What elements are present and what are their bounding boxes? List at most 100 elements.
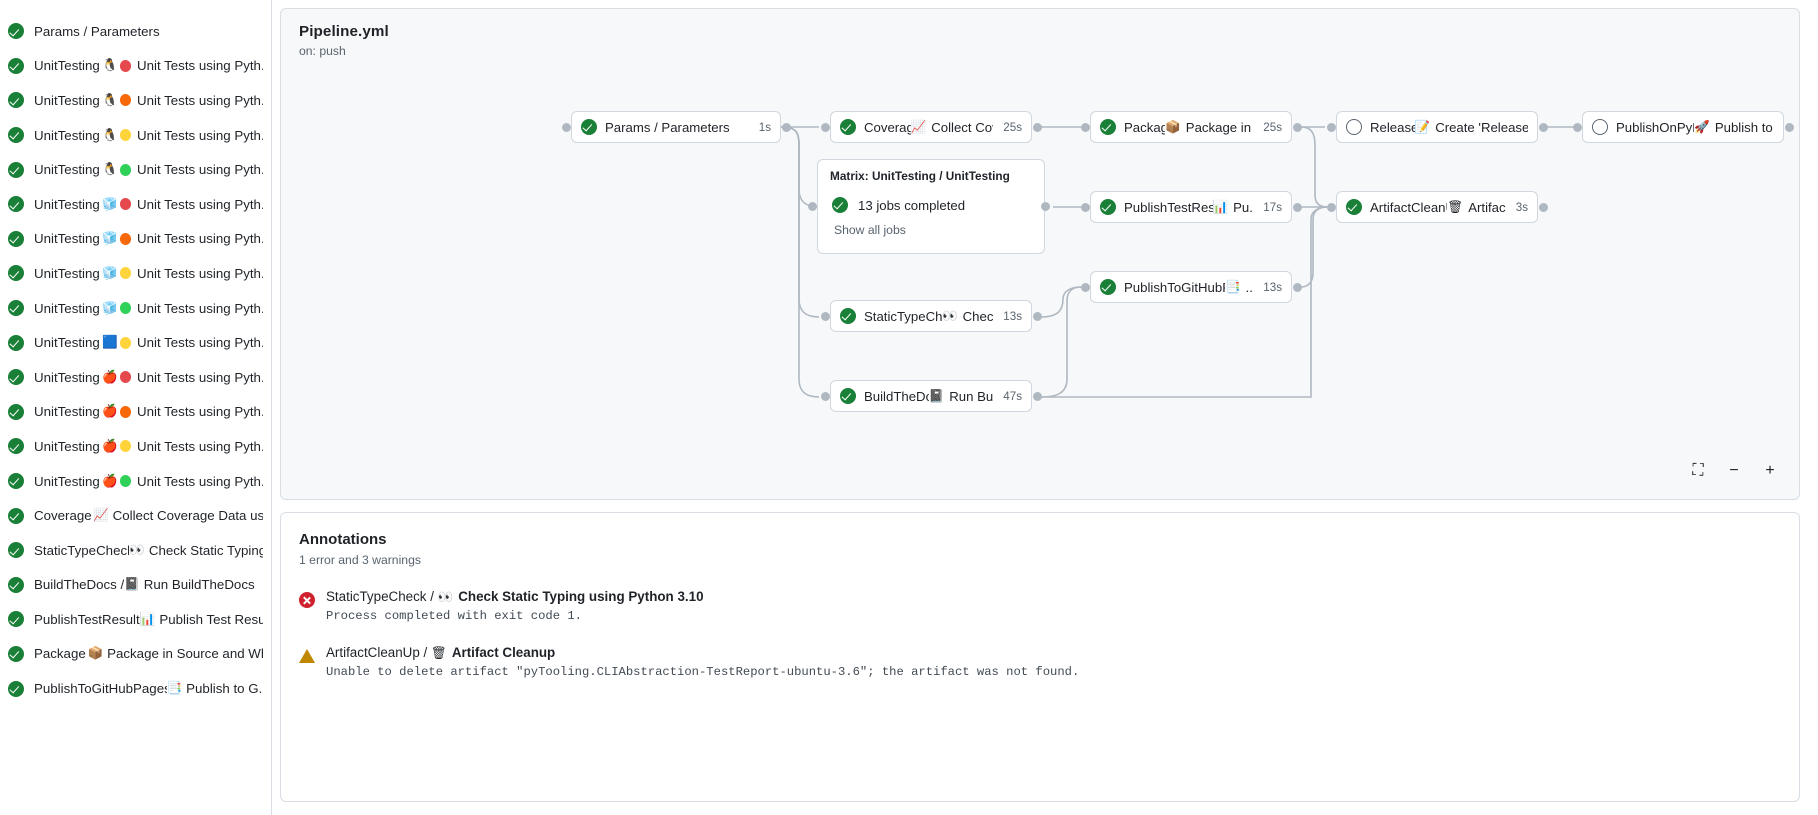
matrix-title: Matrix: UnitTesting / UnitTesting [830,169,1010,183]
sidebar-job-item[interactable]: Coverage / 📈Collect Coverage Data usi... [0,498,271,533]
graph-node-port [821,311,830,321]
sidebar-job-label: UnitTesting / [34,369,103,385]
graph-node-port [1033,391,1042,401]
page-title: Pipeline.yml [299,23,389,40]
success-check-icon [840,119,856,135]
graph-node-artifact[interactable]: ArtifactCleanUp / 🗑Artifac...3s [1336,191,1538,223]
graph-node-duration: 47s [1003,389,1022,403]
success-check-icon [8,196,24,213]
sidebar-job-label-tail: Unit Tests using Pyth... [137,196,263,212]
python-version-dot-icon [119,94,132,107]
sidebar-job-item[interactable]: UnitTesting / 🟦Unit Tests using Pyth... [0,325,271,360]
python-version-dot-icon [119,336,132,349]
graph-node-label: PublishOnPyPI / [1616,119,1694,135]
main-content: Pipeline.yml on: push [272,0,1818,815]
annotation-job-name: ArtifactCleanUp / [326,645,431,660]
sidebar-job-item[interactable]: PublishToGitHubPages / 📑Publish to G... [0,671,271,706]
success-check-icon [8,334,24,351]
success-check-icon [840,308,856,324]
graph-node-label: Params / Parameters [605,119,730,135]
os-icon: 👀 [129,542,145,557]
os-icon: 📓 [124,577,140,592]
job-emoji-icon: 📊 [1212,199,1229,214]
graph-node-testresults[interactable]: PublishTestResults / 📊Pu...17s [1090,191,1292,223]
matrix-jobs-summary[interactable]: 13 jobs completed [832,197,1044,213]
graph-node-label-tail: Publish to ... [1714,119,1774,135]
sidebar-job-label-tail: Unit Tests using Pyth... [137,58,263,74]
sidebar-job-label: UnitTesting / [34,231,103,247]
graph-node-label: Release / [1370,119,1415,135]
os-icon: 🟦 [102,335,118,350]
graph-node-typecheck[interactable]: StaticTypeCheck / 👀Chec...13s [830,300,1032,332]
success-check-icon [8,127,24,144]
graph-node-port [1293,282,1302,292]
graph-node-port [1327,122,1336,132]
sidebar-job-label: PublishTestResults / [34,611,140,627]
sidebar-job-item[interactable]: UnitTesting / 🐧Unit Tests using Pyth... [0,83,271,118]
success-check-icon [8,680,24,697]
success-check-icon [8,92,24,109]
sidebar-job-item[interactable]: UnitTesting / 🐧Unit Tests using Pyth... [0,118,271,153]
success-check-icon [8,161,24,178]
sidebar-job-item[interactable]: UnitTesting / 🍎Unit Tests using Pyth... [0,360,271,395]
graph-node-coverage[interactable]: Coverage / 📈Collect Cove...25s [830,111,1032,143]
graph-node-port [782,122,791,132]
python-version-dot-icon [119,475,132,488]
sidebar-job-item[interactable]: Package / 📦Package in Source and Wh... [0,637,271,672]
graph-node-port [821,122,830,132]
os-icon: 🍎 [102,369,118,384]
graph-node-port [1573,122,1582,132]
graph-node-port [1033,122,1042,132]
graph-node-port [1539,202,1548,212]
graph-edges [780,126,1581,398]
show-all-jobs-link[interactable]: Show all jobs [834,223,906,237]
graph-node-label-tail: Run Buil... [949,388,994,404]
graph-node-label-tail: ... [1245,279,1254,295]
job-emoji-icon: 📝 [1414,119,1431,134]
graph-canvas[interactable]: Matrix: UnitTesting / UnitTesting 13 job… [281,9,1799,499]
graph-node-release[interactable]: Release / 📝Create 'Release P... [1336,111,1538,143]
success-check-icon [840,388,856,404]
graph-node-package[interactable]: Package / 📦Package in So...25s [1090,111,1292,143]
annotations-title: Annotations [299,531,387,548]
matrix-group[interactable]: Matrix: UnitTesting / UnitTesting 13 job… [817,159,1045,254]
zoom-controls[interactable]: ⛶ − + [1685,459,1783,483]
sidebar-job-item[interactable]: UnitTesting / 🧊Unit Tests using Pyth... [0,291,271,326]
job-emoji-icon: 📑 [1224,279,1241,294]
os-icon: 📊 [139,611,156,626]
zoom-out-button[interactable]: − [1721,459,1747,483]
graph-node-pages[interactable]: PublishToGitHubPages / 📑...13s [1090,271,1292,303]
error-icon [299,592,315,608]
sidebar-job-item[interactable]: Params / Parameters [0,14,271,49]
sidebar-job-item[interactable]: UnitTesting / 🧊Unit Tests using Pyth... [0,222,271,257]
graph-node-label: ArtifactCleanUp / [1370,199,1447,215]
annotation-item[interactable]: StaticTypeCheck / 👀Check Static Typing u… [299,589,1781,623]
sidebar-job-item[interactable]: BuildTheDocs / 📓Run BuildTheDocs [0,568,271,603]
sidebar-job-item[interactable]: UnitTesting / 🧊Unit Tests using Pyth... [0,256,271,291]
sidebar-job-label-tail: Publish to G... [186,681,263,697]
sidebar-job-item[interactable]: PublishTestResults / 📊Publish Test Resu.… [0,602,271,637]
job-emoji-icon: 👀 [942,308,958,323]
sidebar-job-item[interactable]: UnitTesting / 🍎Unit Tests using Pyth... [0,429,271,464]
sidebar-job-item[interactable]: UnitTesting / 🐧Unit Tests using Pyth... [0,49,271,84]
zoom-in-button[interactable]: + [1757,459,1783,483]
graph-node-port [808,202,817,211]
job-emoji-icon: 📈 [910,119,927,134]
sidebar-job-label: Package / [34,646,88,662]
sidebar-job-item[interactable]: UnitTesting / 🍎Unit Tests using Pyth... [0,395,271,430]
sidebar-job-label: StaticTypeCheck / [34,542,130,558]
graph-node-label: BuildTheDocs / [864,388,929,404]
os-icon: 🍎 [102,438,118,453]
sidebar-job-item[interactable]: UnitTesting / 🍎Unit Tests using Pyth... [0,464,271,499]
sidebar-job-item[interactable]: StaticTypeCheck / 👀Check Static Typing..… [0,533,271,568]
fit-to-screen-icon[interactable]: ⛶ [1685,459,1711,483]
graph-node-duration: 3s [1515,200,1528,214]
sidebar-job-item[interactable]: UnitTesting / 🧊Unit Tests using Pyth... [0,187,271,222]
sidebar-job-item[interactable]: UnitTesting / 🐧Unit Tests using Pyth... [0,152,271,187]
sidebar-job-label: Coverage / [34,508,94,524]
graph-node-pypi[interactable]: PublishOnPyPI / 🚀Publish to ... [1582,111,1784,143]
graph-node-docs[interactable]: BuildTheDocs / 📓Run Buil...47s [830,380,1032,412]
